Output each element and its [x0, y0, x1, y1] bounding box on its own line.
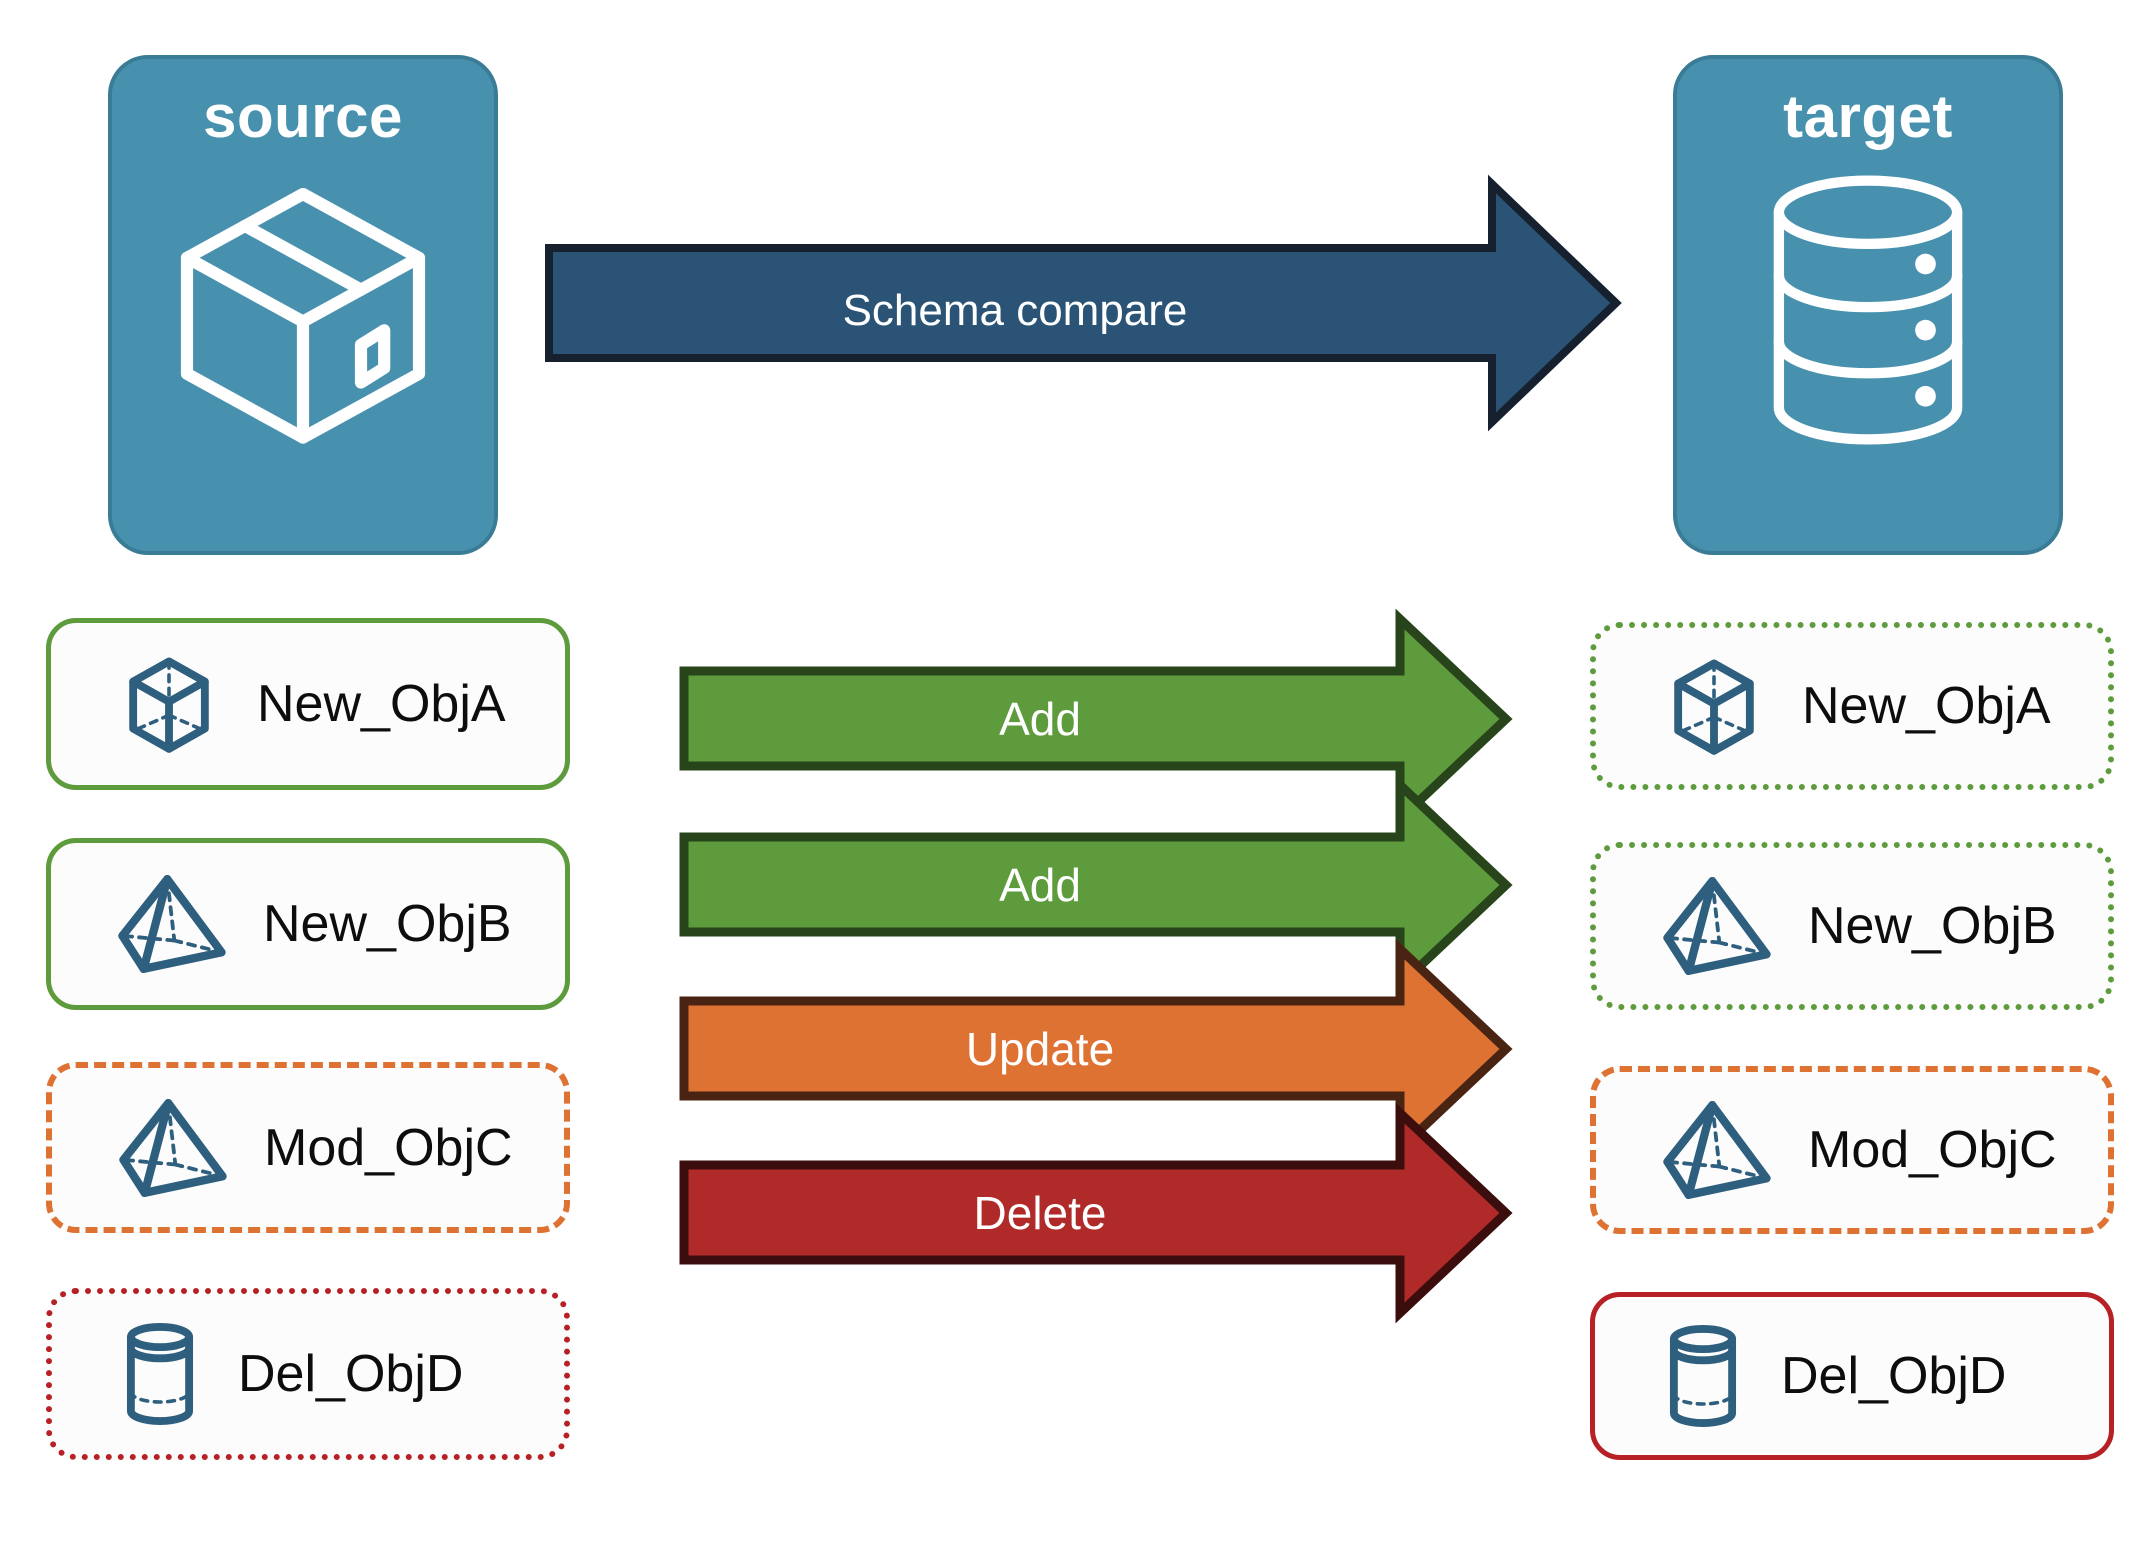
- action-arrow-add-2[interactable]: [679, 774, 1513, 996]
- source-panel-title: source: [203, 83, 403, 150]
- target-object-row-2[interactable]: New_ObjB: [1590, 842, 2114, 1010]
- wireframe-cylinder-icon: [1657, 1320, 1749, 1432]
- wireframe-cube-icon: [113, 648, 225, 760]
- target-object-row-3[interactable]: Mod_ObjC: [1590, 1066, 2114, 1234]
- target-object-label-1: New_ObjA: [1802, 677, 2051, 735]
- target-object-label-2: New_ObjB: [1808, 897, 2057, 955]
- source-object-row-4[interactable]: Del_ObjD: [46, 1288, 570, 1460]
- schema-compare-arrow[interactable]: [545, 174, 1622, 432]
- wireframe-pyramid-icon: [1658, 1091, 1776, 1209]
- schema-compare-arrow-label: Schema compare: [842, 286, 1188, 335]
- wireframe-pyramid-icon: [1658, 867, 1776, 985]
- source-object-label-4: Del_ObjD: [238, 1345, 464, 1403]
- source-object-row-1[interactable]: New_ObjA: [46, 618, 570, 790]
- target-object-label-4: Del_ObjD: [1781, 1347, 2007, 1405]
- action-arrow-label-3: Update: [965, 1023, 1115, 1075]
- wireframe-pyramid-icon: [113, 865, 231, 983]
- action-arrow-add-1[interactable]: [679, 608, 1513, 830]
- database-cylinder-icon: [1753, 165, 1983, 455]
- package-box-icon: [158, 165, 448, 455]
- action-arrow-label-4: Delete: [973, 1187, 1107, 1239]
- target-panel-title: target: [1783, 83, 1953, 150]
- target-object-label-3: Mod_ObjC: [1808, 1121, 2057, 1179]
- wireframe-cylinder-icon: [114, 1318, 206, 1430]
- action-arrow-label-1: Add: [999, 693, 1081, 745]
- source-object-row-2[interactable]: New_ObjB: [46, 838, 570, 1010]
- source-object-label-1: New_ObjA: [257, 675, 506, 733]
- wireframe-cube-icon: [1658, 650, 1770, 762]
- wireframe-pyramid-icon: [114, 1089, 232, 1207]
- target-object-row-4[interactable]: Del_ObjD: [1590, 1292, 2114, 1460]
- action-arrow-update[interactable]: [679, 938, 1513, 1160]
- source-object-label-2: New_ObjB: [263, 895, 512, 953]
- target-panel[interactable]: target: [1673, 55, 2063, 555]
- source-object-label-3: Mod_ObjC: [264, 1118, 513, 1177]
- target-object-row-1[interactable]: New_ObjA: [1590, 622, 2114, 790]
- source-object-row-3[interactable]: Mod_ObjC: [46, 1062, 570, 1233]
- source-panel[interactable]: source: [108, 55, 498, 555]
- action-arrow-delete[interactable]: [679, 1102, 1513, 1324]
- action-arrow-label-2: Add: [999, 859, 1081, 911]
